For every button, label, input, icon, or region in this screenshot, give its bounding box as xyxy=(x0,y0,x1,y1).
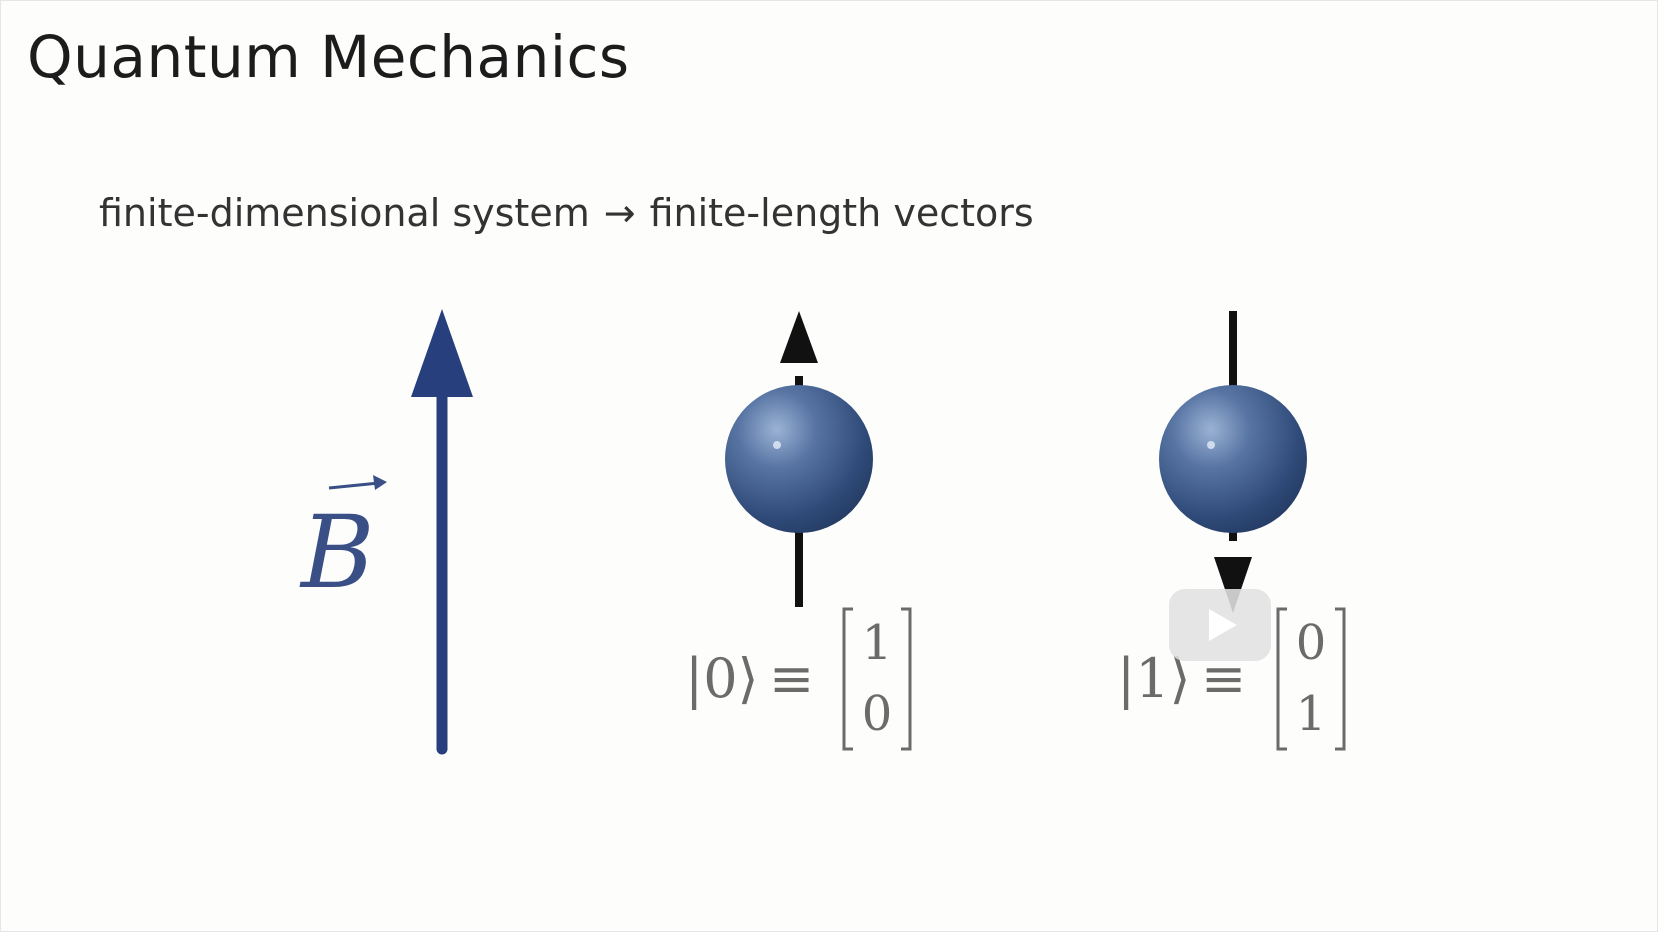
video-play-button[interactable] xyxy=(1169,589,1271,661)
spin-up-sphere xyxy=(725,385,873,533)
play-icon xyxy=(1209,609,1237,641)
magnetic-field-arrow xyxy=(411,309,473,755)
ket-zero-equation: |0⟩ ≡ 1 0 xyxy=(685,607,912,751)
subtitle-right: finite-length vectors xyxy=(649,191,1034,235)
field-label: B xyxy=(299,475,387,611)
equiv-zero: ≡ xyxy=(769,647,814,710)
vector-one-top: 0 xyxy=(1296,615,1327,671)
spin-up-particle xyxy=(725,311,873,607)
vector-zero-bottom: 0 xyxy=(862,686,893,742)
ket-zero: |0⟩ xyxy=(685,647,759,710)
field-label-text: B xyxy=(299,494,375,611)
vector-one-bottom: 1 xyxy=(1296,686,1327,742)
spin-down-particle xyxy=(1159,311,1307,613)
subtitle-left: finite-dimensional system xyxy=(99,191,590,235)
slide-subtitle: finite-dimensional system → finite-length … xyxy=(99,191,1034,235)
subtitle-arrow: → xyxy=(603,191,636,235)
vector-zero-top: 1 xyxy=(862,615,893,671)
spin-down-sphere xyxy=(1159,385,1307,533)
slide-title: Quantum Mechanics xyxy=(27,23,630,91)
